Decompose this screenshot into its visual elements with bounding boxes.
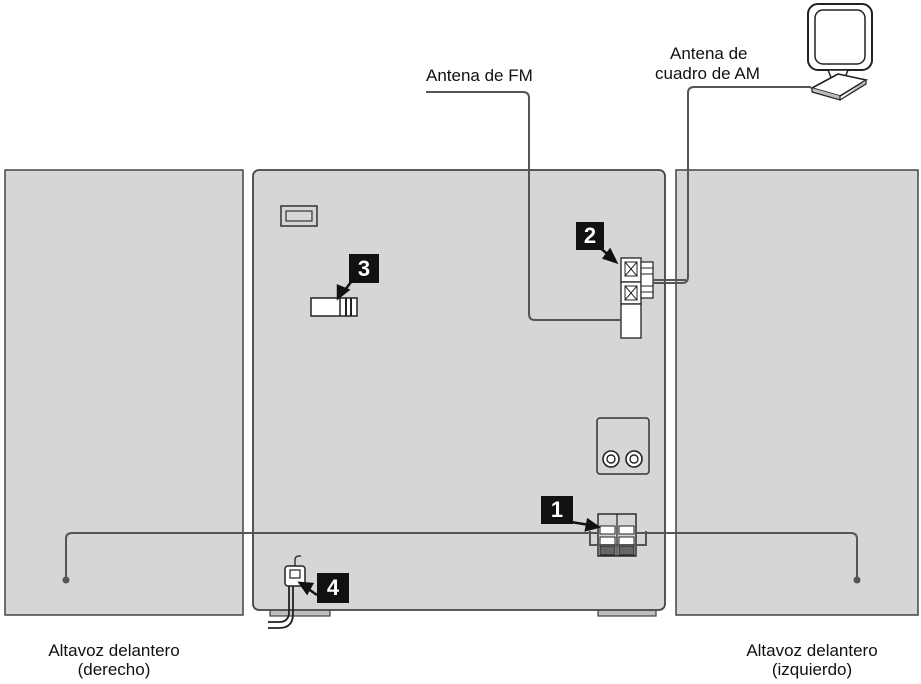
ac-power-cord[interactable] bbox=[268, 555, 306, 629]
am-antenna-label-line1: Antena de bbox=[670, 44, 748, 63]
step-4-badge: 4 bbox=[317, 573, 349, 603]
fm-antenna-label: Antena de FM bbox=[426, 66, 533, 85]
audio-jacks[interactable] bbox=[596, 417, 650, 475]
step-pointers bbox=[297, 245, 619, 597]
am-antenna-label-line2: cuadro de AM bbox=[655, 64, 760, 83]
am-loop-antenna bbox=[807, 3, 873, 101]
step-3-badge: 3 bbox=[349, 254, 379, 283]
voltage-selector-switch[interactable] bbox=[310, 297, 358, 317]
connection-lines bbox=[65, 86, 858, 578]
speaker-terminals[interactable] bbox=[597, 513, 637, 557]
step-1-badge: 1 bbox=[541, 496, 573, 524]
right-speaker-label-line2: (derecho) bbox=[77, 660, 151, 679]
right-speaker-terminal-dot bbox=[62, 576, 70, 584]
left-speaker-terminal-dot bbox=[853, 576, 861, 584]
left-front-speaker bbox=[675, 169, 919, 616]
right-speaker-label-line1: Altavoz delantero bbox=[48, 641, 180, 660]
left-speaker-label-line2: (izquierdo) bbox=[771, 660, 853, 679]
right-front-speaker bbox=[4, 169, 244, 616]
left-speaker-label-line1: Altavoz delantero bbox=[746, 641, 878, 660]
step-2-badge: 2 bbox=[576, 222, 604, 250]
rear-window bbox=[280, 205, 318, 227]
antenna-terminal-block[interactable] bbox=[620, 257, 654, 339]
